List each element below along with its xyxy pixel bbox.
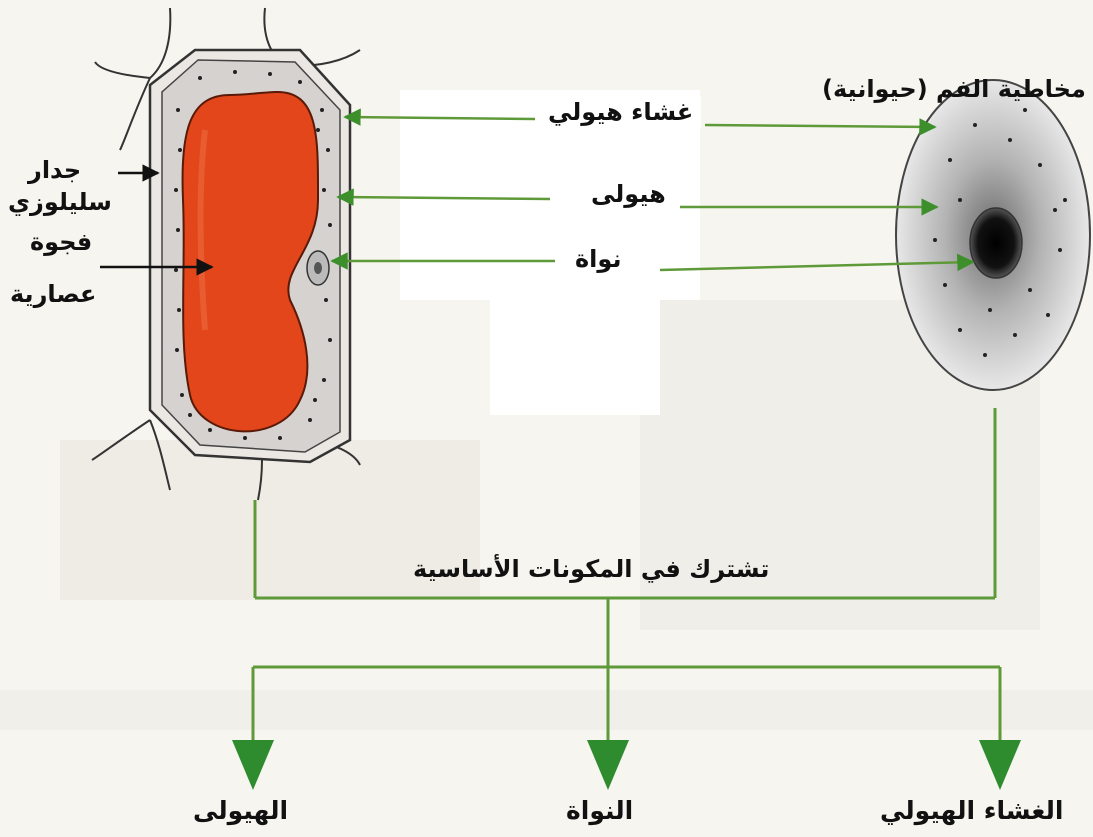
vacuole-label-line1: فجوة [30,228,92,256]
cytoplasm-label: هيولى [583,178,674,210]
component-nucleus: النواة [566,796,633,825]
cell-wall-label-line1: جدار [28,156,81,184]
membrane-arrow-animal [705,125,935,127]
nucleus-label: نواة [567,243,629,275]
membrane-label: غشاء هيولي [540,96,701,128]
component-cytoplasm: الهيولى [193,796,288,825]
common-components-title: تشترك في المكونات الأساسية [413,555,769,583]
animal-nucleus [970,208,1022,278]
label-panel-lower [490,295,660,415]
cell-wall-label-line2: سليلوزي [8,188,112,216]
animal-cell-title: مخاطية الفم (حيوانية) [822,75,1086,103]
arrowhead-membrane [979,740,1021,790]
arrowhead-nucleus [587,740,629,790]
vacuole-label-line2: عصارية [10,280,96,308]
arrowhead-cytoplasm [232,740,274,790]
plant-nucleolus [314,262,322,274]
component-membrane: الغشاء الهيولي [880,796,1063,825]
